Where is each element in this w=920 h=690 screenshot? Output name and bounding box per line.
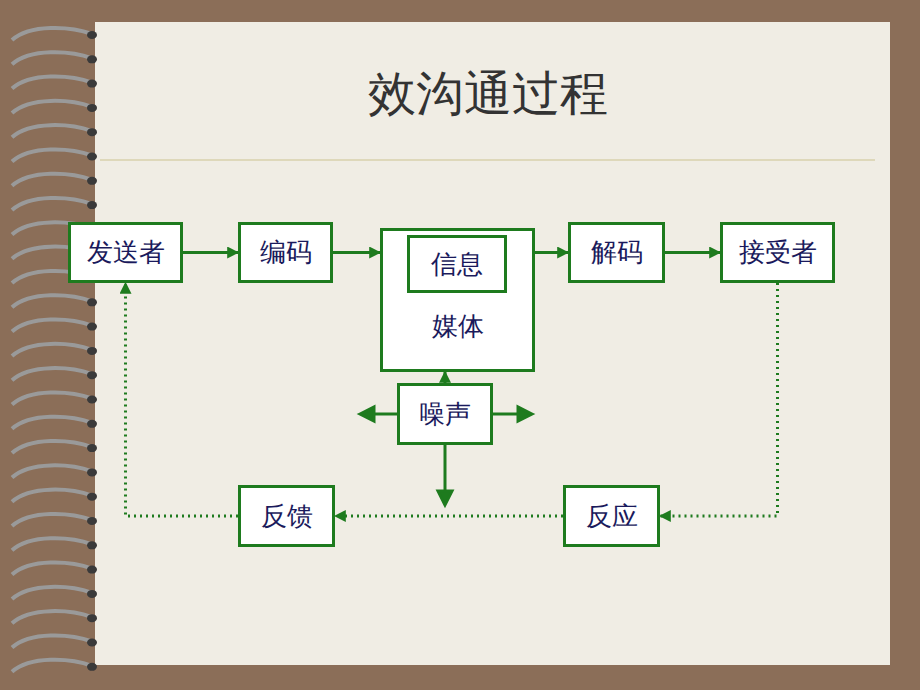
process-box: 反应 (563, 485, 660, 547)
spiral-hole (87, 566, 97, 574)
spiral-hole (87, 420, 97, 428)
spiral-hole (87, 323, 97, 331)
spiral-ring (12, 28, 92, 40)
spiral-ring (12, 660, 92, 672)
spiral-ring (12, 514, 92, 526)
node-label: 发送者 (87, 235, 165, 270)
spiral-ring (12, 417, 92, 429)
node-label: 解码 (591, 235, 643, 270)
spiral-ring (12, 611, 92, 623)
spiral-ring (12, 465, 92, 477)
spiral-ring (12, 344, 92, 356)
spiral-ring (12, 149, 92, 161)
process-box: 反馈 (238, 485, 335, 547)
slide-title: 效沟通过程 (100, 62, 875, 126)
node-label: 接受者 (739, 235, 817, 270)
spiral-binding (12, 28, 97, 672)
process-box: 解码 (568, 222, 665, 283)
spiral-ring (12, 125, 92, 137)
spiral-ring (12, 368, 92, 380)
spiral-ring (12, 587, 92, 599)
spiral-hole (87, 298, 97, 306)
spiral-hole (87, 541, 97, 549)
spiral-hole (87, 55, 97, 63)
spiral-ring (12, 174, 92, 186)
spiral-ring (12, 77, 92, 89)
feedback-connector (335, 515, 563, 518)
feedback-connector (126, 283, 239, 516)
flow-arrow (444, 372, 447, 383)
spiral-hole (87, 590, 97, 598)
page (95, 22, 890, 665)
spiral-ring (12, 320, 92, 332)
spiral-hole (87, 80, 97, 88)
spiral-ring (12, 392, 92, 404)
feedback-connector (660, 283, 778, 516)
process-box: 信息 (407, 235, 507, 293)
flow-arrow (333, 251, 380, 254)
node-label: 编码 (260, 235, 312, 270)
spiral-hole (87, 153, 97, 161)
process-box: 接受者 (720, 222, 835, 283)
spiral-hole (87, 201, 97, 209)
spiral-ring (12, 295, 92, 307)
spiral-hole (87, 663, 97, 671)
spiral-hole (87, 493, 97, 501)
spiral-ring (12, 490, 92, 502)
spiral-hole (87, 396, 97, 404)
spiral-hole (87, 31, 97, 39)
media-box: 媒体信息 (380, 228, 535, 372)
spiral-hole (87, 104, 97, 112)
node-label: 反馈 (261, 499, 313, 534)
spiral-ring (12, 52, 92, 64)
process-box: 编码 (238, 222, 333, 283)
flow-arrow (665, 251, 720, 254)
node-label: 噪声 (419, 397, 471, 432)
node-label: 媒体 (383, 309, 532, 344)
spiral-hole (87, 347, 97, 355)
spiral-hole (87, 614, 97, 622)
spiral-ring (12, 563, 92, 575)
spiral-ring (12, 101, 92, 113)
spiral-hole (87, 639, 97, 647)
spiral-hole (87, 517, 97, 525)
spiral-hole (87, 468, 97, 476)
spiral-hole (87, 177, 97, 185)
spiral-ring (12, 441, 92, 453)
spiral-ring (12, 198, 92, 210)
spiral-ring (12, 635, 92, 647)
spiral-ring (12, 538, 92, 550)
title-rule (100, 159, 875, 161)
spiral-hole (87, 128, 97, 136)
spiral-hole (87, 371, 97, 379)
process-box: 发送者 (68, 222, 183, 283)
flow-arrow (183, 251, 238, 254)
process-box: 噪声 (397, 383, 493, 445)
node-label: 信息 (431, 247, 483, 282)
node-label: 反应 (586, 499, 638, 534)
spiral-hole (87, 444, 97, 452)
flow-arrow (535, 251, 568, 254)
